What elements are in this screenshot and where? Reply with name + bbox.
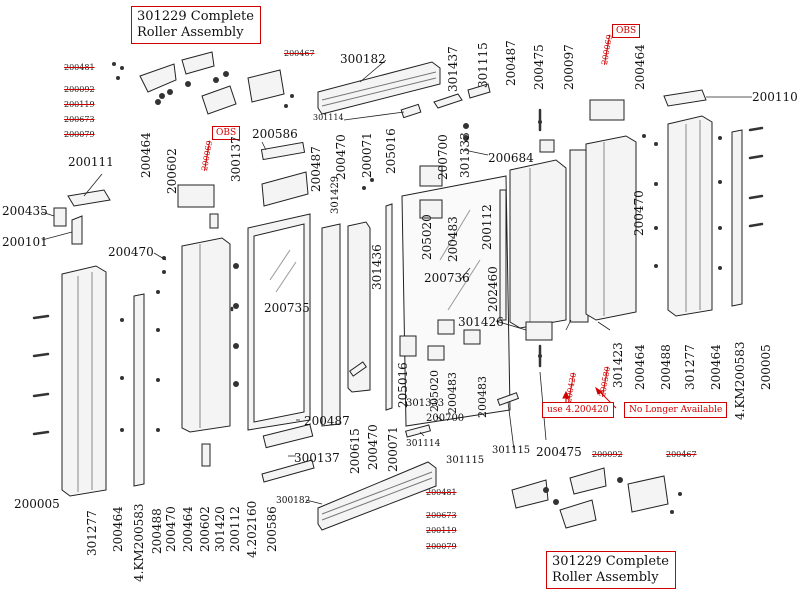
part-label-301436: 301436	[370, 244, 384, 290]
obsolete-label-200119-top: 200119	[64, 100, 95, 109]
part-label-200483-top: 200483	[446, 216, 460, 262]
obsolete-label-200092-bottom: 200092	[592, 450, 623, 459]
part-label-300182-bottom: 300182	[276, 496, 311, 506]
obsolete-label-200467-bottom: 200467	[666, 450, 697, 459]
obsolete-label-200481-top: 200481	[64, 63, 95, 72]
part-label-200005-right: 200005	[759, 344, 773, 390]
part-label-301333-top: 301333	[458, 132, 472, 178]
part-label-200097: 200097	[562, 44, 576, 90]
part-label-301426: 301426	[458, 315, 504, 329]
part-label-301115-right: 301115	[492, 445, 531, 456]
part-label-301423: 301423	[611, 342, 625, 388]
no-longer-available-note: No Longer Available	[624, 402, 728, 418]
obsolete-label-200467-top: 200467	[284, 49, 315, 58]
part-label-205016-top: 205016	[384, 128, 398, 174]
part-label-205020-top: 205020	[420, 214, 434, 260]
part-label-200615: 200615	[348, 428, 362, 474]
obsolete-label-200481-bottom: 200481	[426, 488, 457, 497]
part-label-200470-bottom-mid: 200470	[366, 424, 380, 470]
part-label-200112-bottom: 200112	[228, 506, 242, 552]
part-label-205020-bottom: 205020	[428, 370, 441, 412]
part-label-301115-top: 301115	[476, 42, 490, 88]
part-label-301114-bottom: 301114	[406, 439, 441, 449]
obsolete-label-200079-bottom: 200079	[426, 542, 457, 551]
obsolete-label-200079-top: 200079	[64, 130, 95, 139]
part-label-301277-right: 301277	[683, 344, 697, 390]
part-label-301420: 301420	[213, 506, 227, 552]
part-label-301333-bottom: 301333	[406, 398, 445, 409]
part-label-200464-bottom-2: 200464	[181, 506, 195, 552]
part-label-200470-left: 200470	[108, 245, 154, 259]
part-label-200475-top: 200475	[532, 44, 546, 90]
part-label-200464-right: 200464	[633, 344, 647, 390]
obs-badge-top: OBS	[612, 24, 641, 38]
part-label-301437: 301437	[446, 46, 460, 92]
part-label-200101: 200101	[2, 235, 48, 249]
part-label-200684: 200684	[488, 151, 534, 165]
part-label-200586: 200586	[252, 127, 298, 141]
top-assembly-box: 301229 Complete Roller Assembly	[131, 6, 261, 44]
obsolete-label-200673-bottom: 200673	[426, 511, 457, 520]
part-label-200602-top: 200602	[165, 148, 179, 194]
part-label-200111: 200111	[68, 155, 114, 169]
part-label-301277-bottom: 301277	[85, 510, 99, 556]
part-label-200464-top: 200464	[633, 44, 647, 90]
bottom-assembly-line2: Roller Assembly	[552, 570, 659, 585]
top-assembly-line2: Roller Assembly	[137, 25, 244, 40]
part-label-200071-top: 200071	[360, 132, 374, 178]
part-label-200487-bottom: 200487	[304, 414, 350, 428]
part-label-205016-bottom: 205016	[396, 362, 410, 408]
top-assembly-line1: 301229 Complete	[137, 9, 254, 24]
part-label-200487-top: 200487	[504, 40, 518, 86]
part-label-200602-bottom: 200602	[198, 506, 212, 552]
part-label-301115-bottom: 301115	[446, 455, 485, 466]
part-label-4km200583-bottom: 4.KM200583	[132, 503, 146, 582]
use-replacement-note: use 4.200420	[542, 402, 614, 418]
obsolete-label-200673-top: 200673	[64, 115, 95, 124]
part-label-200488-right: 200488	[659, 344, 673, 390]
part-label-200700-top: 200700	[436, 134, 450, 180]
part-label-200470-right: 200470	[632, 190, 646, 236]
part-label-200483-bottom-2: 200483	[476, 376, 489, 418]
bottom-assembly-box: 301229 Complete Roller Assembly	[546, 551, 676, 589]
part-label-301114-top: 301114	[313, 113, 344, 122]
bottom-assembly-line1: 301229 Complete	[552, 554, 669, 569]
part-label-200470-bottom: 200470	[164, 506, 178, 552]
part-label-200464-upper-left: 200464	[139, 132, 153, 178]
part-label-200110: 200110	[752, 90, 798, 104]
part-label-200586-bottom: 200586	[265, 506, 279, 552]
part-label-202460: 202460	[486, 266, 500, 312]
part-label-200487-mid: 200487	[309, 146, 323, 192]
part-label-300182: 300182	[340, 52, 386, 66]
part-label-4km200583-right: 4.KM200583	[733, 341, 747, 420]
part-label-200464-bottom: 200464	[111, 506, 125, 552]
part-label-200475-bottom: 200475	[536, 445, 582, 459]
part-label-200483-bottom: 200483	[446, 372, 459, 414]
part-label-301429: 301429	[330, 175, 341, 214]
obs-badge-left: OBS	[212, 126, 241, 140]
obsolete-label-200119-bottom: 200119	[426, 526, 457, 535]
part-label-200005-left: 200005	[14, 497, 60, 511]
part-label-200736: 200736	[424, 271, 470, 285]
part-label-200735: 200735	[264, 301, 310, 315]
obsolete-label-200092-top: 200092	[64, 85, 95, 94]
part-label-200464-far-right: 200464	[709, 344, 723, 390]
part-label-200112-top: 200112	[480, 204, 494, 250]
part-label-200470-mid: 200470	[334, 134, 348, 180]
part-label-300137-top: 300137	[229, 136, 243, 182]
part-label-200488-bottom: 200488	[150, 508, 164, 554]
part-label-200071-bottom: 200071	[386, 426, 400, 472]
part-label-200435: 200435	[2, 204, 48, 218]
part-label-4202160: 4.202160	[245, 500, 259, 558]
part-label-200700-bottom: 200700	[426, 413, 465, 424]
part-label-300137-bottom: 300137	[294, 451, 340, 465]
